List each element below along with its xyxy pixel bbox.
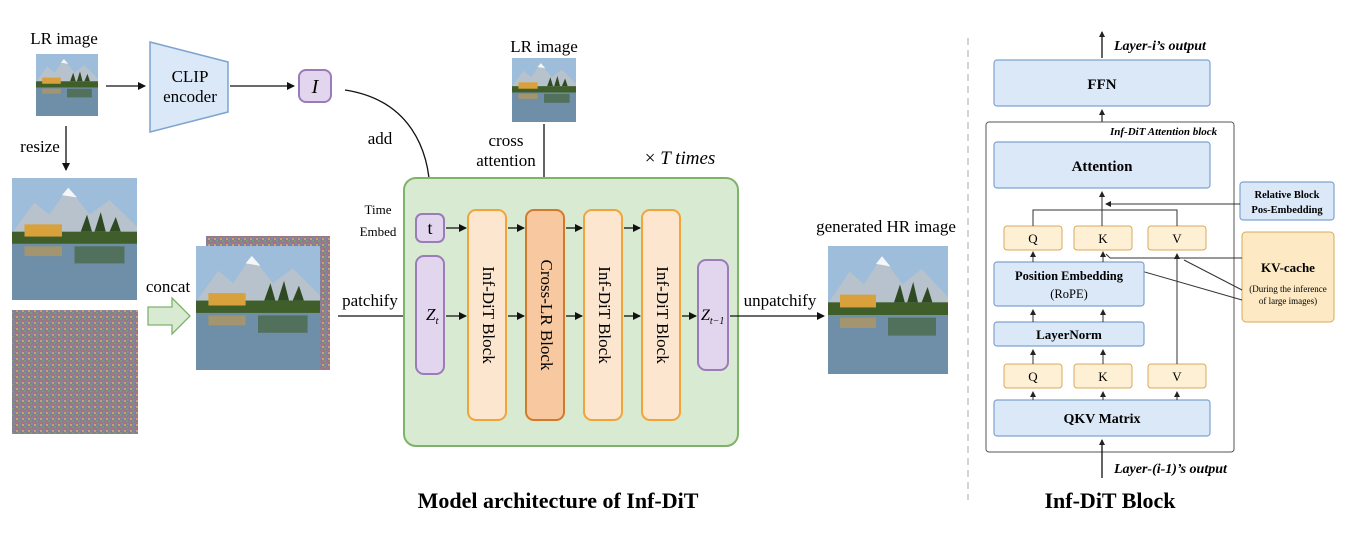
svg-text:KV-cache: KV-cache: [1261, 260, 1315, 275]
layernorm-box: [993, 321, 1145, 347]
patchify-label: patchify: [342, 291, 398, 310]
block-cross-lr: Cross-LR Block: [525, 209, 565, 421]
time-embed-label-2: Embed: [360, 224, 397, 239]
svg-text:K: K: [1098, 369, 1108, 384]
latent-zt-label: Zt: [426, 305, 439, 327]
svg-text:Position Embedding: Position Embedding: [1015, 269, 1124, 283]
svg-text:Q: Q: [1028, 369, 1038, 384]
position-embedding-box: [993, 261, 1145, 307]
noise-image: [12, 310, 138, 434]
lr-image-label-center: LR image: [510, 37, 578, 56]
diffusion-loop-container: [403, 177, 739, 447]
cross-attention-label-2: attention: [476, 151, 536, 170]
block-inf-dit-3: Inf-DiT Block: [641, 209, 681, 421]
model-architecture-panel: LR image CLIP encoder I add resize conca…: [12, 29, 956, 513]
svg-text:Q: Q: [1028, 231, 1038, 246]
svg-text:of large images): of large images): [1259, 296, 1317, 306]
clip-encoder-label-2: encoder: [163, 87, 217, 106]
inf-dit-block-caption: Inf-DiT Block: [1044, 488, 1176, 513]
latent-zt-minus-1-label: Zt−1: [701, 307, 724, 327]
svg-text:Inf-DiT Block: Inf-DiT Block: [479, 266, 498, 364]
concat-arrow: [147, 296, 191, 336]
svg-text:(During the inference: (During the inference: [1249, 284, 1326, 294]
attention-box: [993, 141, 1211, 189]
block-inf-dit-1: Inf-DiT Block: [467, 209, 507, 421]
generated-hr-label: generated HR image: [816, 217, 956, 236]
lr-image-thumbnail: [36, 54, 98, 116]
resized-lr-image: [12, 178, 137, 300]
image-token-label: I: [311, 76, 320, 98]
attention-block-container: [985, 121, 1235, 453]
time-token-label: t: [427, 218, 432, 238]
svg-text:LayerNorm: LayerNorm: [1036, 327, 1102, 342]
svg-text:K: K: [1098, 231, 1108, 246]
generated-hr-image: [828, 246, 948, 374]
svg-text:V: V: [1172, 231, 1182, 246]
lr-image-label: LR image: [30, 29, 98, 48]
attention-block-title: Inf-DiT Attention block: [1109, 126, 1218, 138]
inf-dit-block-panel: Layer-i’s output FFN Inf-DiT Attention b…: [985, 31, 1335, 513]
svg-text:Cross-LR Block: Cross-LR Block: [537, 260, 556, 371]
qkv-matrix-box: [993, 399, 1211, 437]
concat-label: concat: [146, 277, 191, 296]
clip-encoder: [149, 41, 229, 133]
lower-qkv: Q K V: [1003, 363, 1207, 389]
ffn-box: [993, 59, 1211, 107]
svg-text:QKV Matrix: QKV Matrix: [1063, 412, 1140, 427]
kv-cache-box: [1241, 231, 1335, 323]
clip-encoder-label-1: CLIP: [172, 67, 209, 86]
svg-text:Relative Block: Relative Block: [1254, 190, 1319, 201]
resize-label: resize: [20, 137, 60, 156]
latent-zt: [415, 255, 445, 375]
svg-text:Pos-Embedding: Pos-Embedding: [1251, 205, 1323, 216]
svg-text:Inf-DiT Block: Inf-DiT Block: [653, 266, 672, 364]
time-embed-label-1: Time: [365, 202, 392, 217]
svg-text:FFN: FFN: [1087, 77, 1116, 93]
model-architecture-caption: Model architecture of Inf-DiT: [418, 488, 699, 513]
layer-output-label: Layer-i’s output: [1113, 39, 1207, 54]
unpatchify-label: unpatchify: [744, 291, 817, 310]
upper-qkv: Q K V: [1003, 225, 1207, 251]
image-embedding-token: [298, 69, 332, 103]
repeat-label: × T times: [645, 148, 716, 169]
svg-text:Inf-DiT Block: Inf-DiT Block: [595, 266, 614, 364]
time-token: [415, 213, 445, 243]
svg-text:V: V: [1172, 369, 1182, 384]
layer-input-label: Layer-(i-1)’s output: [1113, 462, 1228, 477]
latent-zt-minus-1: [697, 259, 729, 371]
lr-image-thumbnail-center: [512, 58, 576, 123]
concat-image-front: [196, 246, 320, 370]
block-inf-dit-2: Inf-DiT Block: [583, 209, 623, 421]
svg-text:(RoPE): (RoPE): [1050, 287, 1088, 301]
relative-block-pos-embedding: [1239, 181, 1335, 221]
svg-text:Attention: Attention: [1072, 159, 1133, 175]
add-label: add: [368, 129, 393, 148]
cross-attention-label-1: cross: [489, 131, 524, 150]
